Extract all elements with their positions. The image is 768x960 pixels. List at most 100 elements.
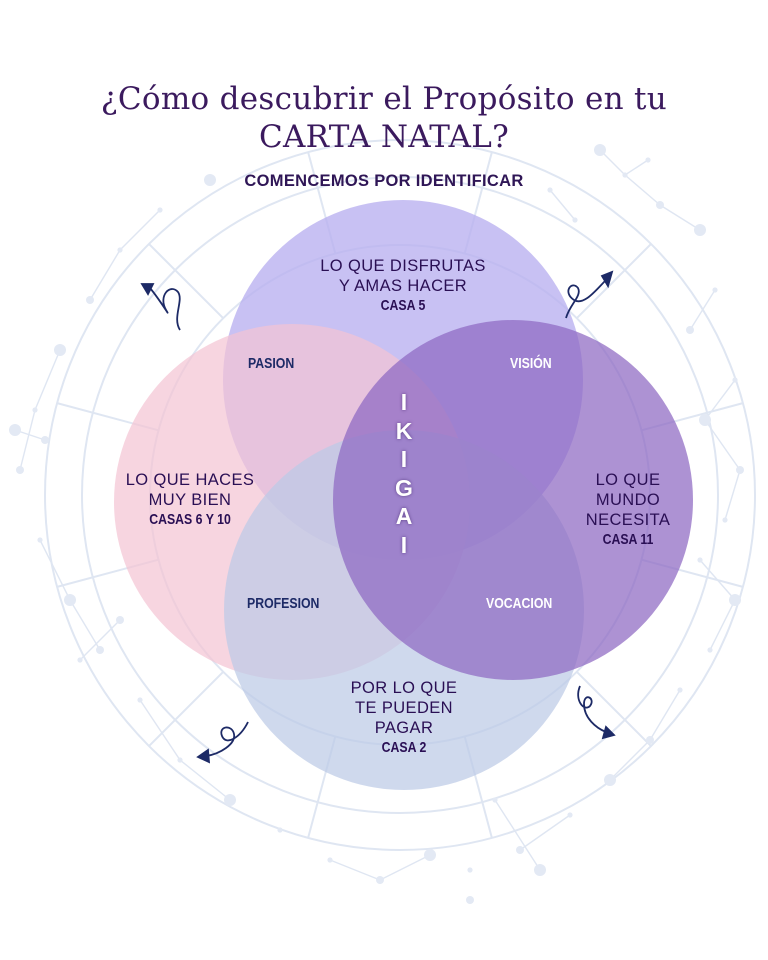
label-right-line2: MUNDO [595,491,661,509]
constellation-star [64,594,76,606]
constellation-line [139,699,181,761]
constellation-star [37,537,43,543]
label-right-line3: NECESITA [585,511,671,529]
constellation-line [659,204,701,231]
constellation-line [704,419,741,471]
label-bottom-line3: PAGAR [374,719,434,737]
wheel-spoke [576,243,652,319]
label-top-casa: CASA 5 [380,297,426,314]
ikigai-letter: A [395,503,413,529]
constellation-star [77,657,83,663]
label-top-line2: Y AMAS HACER [338,277,468,295]
constellation-line [69,599,101,651]
constellation-star [86,296,94,304]
zone-vocacion: VOCACION [486,595,553,612]
constellation-line [624,159,649,176]
ikigai-letter: G [395,474,413,501]
label-top-line1: LO QUE DISFRUTAS [320,257,486,275]
constellation-line [519,814,571,851]
constellation-star [567,812,573,818]
label-bottom-casa: CASA 2 [381,739,427,756]
constellation-star [376,876,384,884]
constellation-star [16,466,24,474]
constellation-star [646,736,654,744]
constellation-line [39,539,71,601]
label-left-casa: CASAS 6 Y 10 [149,511,231,528]
constellation-star [467,867,473,873]
page-title-line1: ¿Cómo descubrir el Propósito en tu [100,81,668,117]
constellation-star [534,864,546,876]
constellation-star [466,896,474,904]
zone-profesion: PROFESION [247,595,320,612]
label-left-line1: LO QUE HACES [125,471,255,489]
constellation-star [516,846,524,854]
ikigai-center-word: I K I G A I [389,388,419,559]
page-subtitle: COMENCEMOS POR IDENTIFICAR [244,172,524,190]
constellation-star [677,687,683,693]
constellation-star [547,187,553,193]
constellation-star [736,466,744,474]
constellation-line [379,854,431,881]
label-right-line1: LO QUE [595,471,661,489]
wheel-ring [44,139,756,851]
constellation-line [329,859,381,881]
constellation-star [116,616,124,624]
constellation-star [424,849,436,861]
constellation-star [277,827,283,833]
zone-pasion: PASION [248,355,295,372]
constellation-line [494,799,541,871]
constellation-line [704,379,736,421]
constellation-line [709,599,736,651]
constellation-line [19,409,36,471]
constellation-star [645,157,651,163]
label-bottom-line1: POR LO QUE [350,679,458,697]
wheel-spoke [148,243,224,319]
constellation-star [707,647,713,653]
constellation-line [34,349,61,411]
constellation-star [157,207,163,213]
label-bottom-circle: POR LO QUE TE PUEDEN PAGAR CASA 2 [314,678,494,758]
constellation-line [724,469,741,521]
curly-arrow-top-left [140,283,181,331]
ikigai-letter: K [395,417,413,444]
curly-arrow-top-right [565,270,614,319]
ikigai-letter: I [400,389,408,415]
constellation-line [119,209,161,251]
constellation-line [624,174,661,206]
constellation-star [177,757,183,763]
constellation-stars [9,144,744,904]
constellation-line [609,739,651,781]
constellation-star [732,377,738,383]
constellation-line [689,289,716,331]
wheel-ring [81,176,719,814]
constellation-line [649,689,681,741]
constellation-star [32,407,38,413]
constellation-star [594,144,606,156]
constellation-line [79,619,121,661]
curly-arrow-bottom-left [196,721,249,764]
constellation-star [722,517,728,523]
constellation-star [712,287,718,293]
constellation-line [179,759,231,801]
constellation-line [89,249,121,301]
zone-vision: VISIÓN [510,355,552,372]
curly-arrow-bottom-right [577,685,616,740]
constellation-star [604,774,616,786]
ikigai-letter: I [400,446,408,472]
label-bottom-line2: TE PUEDEN [354,699,454,717]
constellation-star [117,247,123,253]
constellation-star [572,217,578,223]
page-title-line2: CARTA NATAL? [258,119,510,155]
constellation-star [729,594,741,606]
label-top-circle: LO QUE DISFRUTAS Y AMAS HACER CASA 5 [283,256,523,316]
ikigai-letter: I [400,531,408,558]
constellation-line [699,559,736,601]
constellation-line [549,189,576,221]
constellation-star [622,172,628,178]
circle-right-mundo-necesita [333,320,693,680]
label-right-circle: LO QUE MUNDO NECESITA CASA 11 [558,470,698,550]
constellation-star [656,201,664,209]
